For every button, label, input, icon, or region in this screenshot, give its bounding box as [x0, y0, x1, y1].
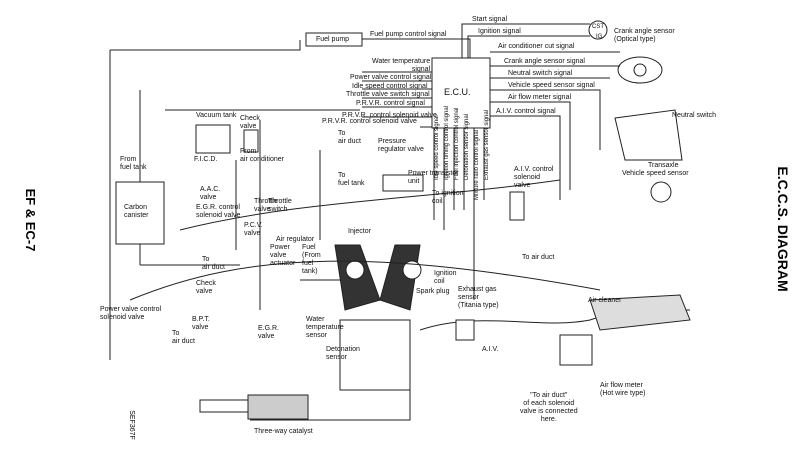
signal-vert-3: Detonation sensor signal — [464, 114, 470, 180]
carbon-canister-box — [115, 181, 165, 245]
signal-prvr-solenoid: P.R.V.R. control solenoid valve — [342, 112, 437, 119]
air-flow-meter-body — [559, 334, 593, 366]
signal-start: Start signal — [472, 16, 508, 23]
check-valve-left-label: Check valve — [196, 280, 216, 295]
signal-air-flow-meter: Air flow meter signal — [508, 94, 572, 101]
to-fuel-tank-label: To fuel tank — [338, 172, 365, 187]
signal-vert-1: Ignition timing control signal — [444, 106, 450, 180]
aiv-label: A.I.V. — [482, 346, 499, 353]
signal-throttle-valve-switch: Throttle valve switch signal — [346, 91, 430, 98]
ecu-box — [431, 57, 491, 129]
signal-vert-0: Idle speed control signal — [434, 115, 440, 180]
exhaust-gas-sensor-label: Exhaust gas sensor (Titania type) — [458, 286, 499, 309]
ficd-label: F.I.C.D. — [194, 156, 218, 163]
pressure-regulator-label: Pressure regulator valve — [378, 138, 424, 153]
transaxle-label: Transaxle — [648, 162, 679, 169]
transaxle-shape — [614, 109, 683, 161]
check-valve-top-label: Check valve — [240, 115, 260, 130]
ig-label: IG — [596, 34, 603, 40]
to-air-duct-right-label: To air duct — [522, 254, 555, 261]
to-air-duct-bottom-label: To air duct — [172, 330, 195, 345]
signal-idle-speed-control: Idle speed control signal — [352, 83, 428, 90]
egr-control-solenoid-label: E.G.R. control solenoid valve — [196, 204, 241, 219]
to-air-duct-left-label: To air duct — [202, 256, 225, 271]
three-way-catalyst-label: Three-way catalyst — [254, 428, 313, 435]
air-duct-note: "To air duct" of each solenoid valve is … — [520, 392, 578, 423]
water-temp-sensor-label: Water temperature sensor — [306, 316, 344, 339]
power-valve-solenoid-label: Power valve control solenoid valve — [100, 306, 162, 321]
vacuum-tank-label: Vacuum tank — [196, 112, 237, 119]
spark-plug-label: Spark plug — [416, 288, 450, 295]
injector-label: Injector — [348, 228, 371, 235]
vacuum-tank-box — [195, 124, 231, 154]
signal-water-temp: Water temperature signal — [372, 58, 431, 73]
engine-block — [339, 319, 411, 391]
air-cleaner-body — [589, 294, 691, 331]
pcv-valve-label: P.C.V. valve — [244, 222, 263, 237]
prvr-control-solenoid-label: P.R.V.R. control solenoid valve — [322, 118, 417, 125]
from-air-conditioner-label: From air conditioner — [240, 148, 284, 163]
neutral-switch-label: Neutral switch — [672, 112, 716, 119]
crank-sensor-body — [617, 56, 663, 84]
crank-sensor-symbol — [588, 20, 608, 40]
throttle-valve-label: Throttle valve — [254, 198, 278, 213]
section-title: EF & EC-7 — [23, 189, 38, 252]
signal-power-valve-control: Power valve control signal — [350, 74, 432, 81]
vehicle-speed-sensor-label: Vehicle speed sensor — [622, 170, 689, 177]
signal-crank-angle: Crank angle sensor signal — [504, 58, 585, 65]
from-fuel-tank-label: From fuel tank — [120, 156, 147, 171]
air-regulator-label: Air regulator — [276, 236, 315, 243]
signal-vert-4: Mixture ratio control signal — [474, 130, 480, 200]
aac-valve-label: A.A.C. valve — [200, 186, 221, 201]
crank-sensor-label: Crank angle sensor (Optical type) — [614, 28, 675, 43]
three-way-catalyst-body — [247, 394, 309, 420]
throttle-switch-label: Throttle switch — [268, 198, 292, 213]
air-flow-meter-label: Air flow meter (Hot wire type) — [600, 382, 646, 397]
signal-vehicle-speed: Vehicle speed sensor signal — [508, 82, 595, 89]
air-cleaner-label: Air cleaner — [588, 297, 622, 304]
fuel-pump-label: Fuel pump — [316, 36, 350, 43]
ecu-label: E.C.U. — [444, 87, 471, 97]
diagram-title: E.C.C.S. DIAGRAM — [775, 166, 791, 291]
signal-vert-5: Exhaust gas sensor signal — [484, 110, 490, 180]
vehicle-speed-sensor-gauge — [650, 181, 672, 203]
signal-fuel-pump-control: Fuel pump control signal — [370, 31, 447, 38]
signal-ignition: Ignition signal — [478, 28, 521, 35]
ignition-coil-label: Ignition coil — [434, 270, 457, 285]
signal-vert-2: Fuel injection control signal — [454, 108, 460, 180]
fuel-from-tank-label: Fuel (From fuel tank) — [302, 244, 321, 275]
signal-ac-cut: Air conditioner cut signal — [498, 43, 575, 50]
power-transistor-label: Power transistor unit — [408, 170, 459, 185]
to-ignition-coil-label: To ignition coil — [432, 190, 464, 205]
signal-prvr-control: P.R.V.R. control signal — [356, 100, 425, 107]
aiv-control-solenoid-label: A.I.V. control solenoid valve — [514, 166, 554, 189]
detonation-sensor-label: Detonation sensor — [326, 346, 360, 361]
egr-valve-label: E.G.R. valve — [258, 325, 280, 340]
cst-label: CST — [592, 24, 604, 30]
bpt-valve-label: B.P.T. valve — [192, 316, 210, 331]
power-valve-actuator-label: Power valve actuator — [270, 244, 296, 267]
carbon-canister-label: Carbon canister — [124, 204, 149, 219]
figure-code: SEF367F — [128, 410, 135, 440]
signal-neutral-switch: Neutral switch signal — [508, 70, 573, 77]
signal-aiv-control: A.I.V. control signal — [496, 108, 556, 115]
air-duct-small-label: To air duct — [338, 130, 361, 145]
